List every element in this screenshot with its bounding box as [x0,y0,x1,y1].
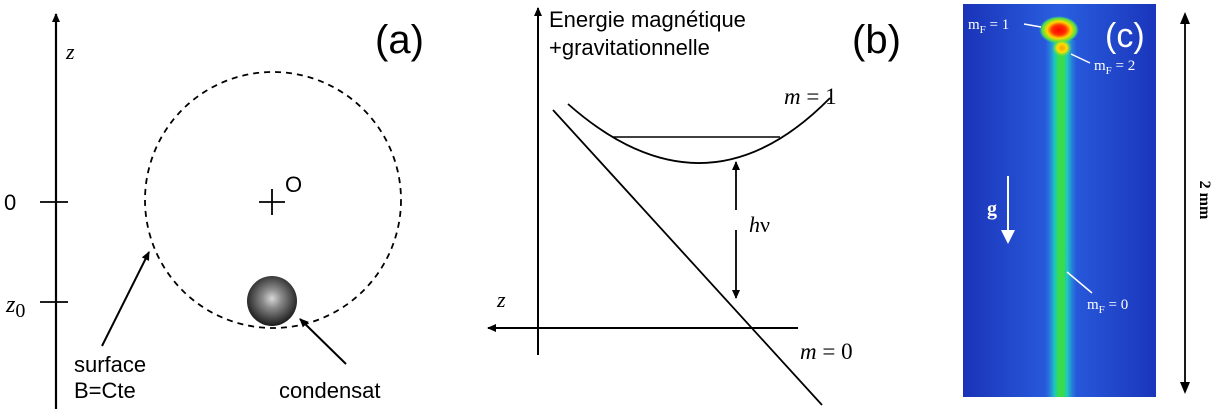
condensate-label: condensat [279,378,381,403]
atom-cloud-core [1057,40,1065,397]
panel-a-label: (a) [375,18,424,62]
panel-b: Energie magnétique +gravitationnelle (b)… [487,7,901,406]
scale-label: 2 mm [1196,181,1213,220]
condensate-arrow [299,318,347,365]
panel-b-label: (b) [852,18,901,62]
surface-arrow [101,251,150,347]
mf1-cloud [1039,16,1079,44]
mf1-pointer [1023,23,1042,28]
mf2-pointer [1070,53,1091,64]
tick-zero-label: 0 [4,190,16,215]
scale-arrow-top [1180,12,1190,24]
tick-z0-label: z0 [5,292,25,322]
origin-label: O [285,172,302,197]
surface-label-2: B=Cte [74,378,136,403]
energy-axis-title: Energie magnétique [549,7,746,32]
mf2-label: mF = 2 [1094,58,1135,77]
condensate-sphere [247,276,297,326]
mf2-cloud [1052,39,1072,57]
mf0-pointer [1066,271,1093,294]
m1-potential-curve [567,97,831,164]
z-axis-label-b: z [496,287,506,312]
h-nu-label: hν [749,212,770,237]
surface-label: surface [74,352,146,377]
panel-c-label: (c) [1105,17,1145,55]
m0-label: m = 0 [800,339,853,364]
panel-c: (c) mF = 1 mF = 2 mF = 0 g 2 mm [963,4,1213,397]
energy-axis-title-2: +gravitationnelle [549,35,710,60]
mf0-label: mF = 0 [1087,297,1128,316]
gravity-arrow-head [1001,230,1015,244]
gravity-label: g [987,198,997,220]
m0-potential-line [552,109,823,406]
b-constant-surface [144,71,402,329]
panel-a: z 0 z0 (a) O surface B=Cte condensat [4,13,424,409]
z-axis-label-a: z [65,39,75,64]
mf1-label: mF = 1 [968,17,1009,36]
scale-arrow-bottom [1180,382,1190,394]
m1-label: m = 1 [784,84,837,109]
